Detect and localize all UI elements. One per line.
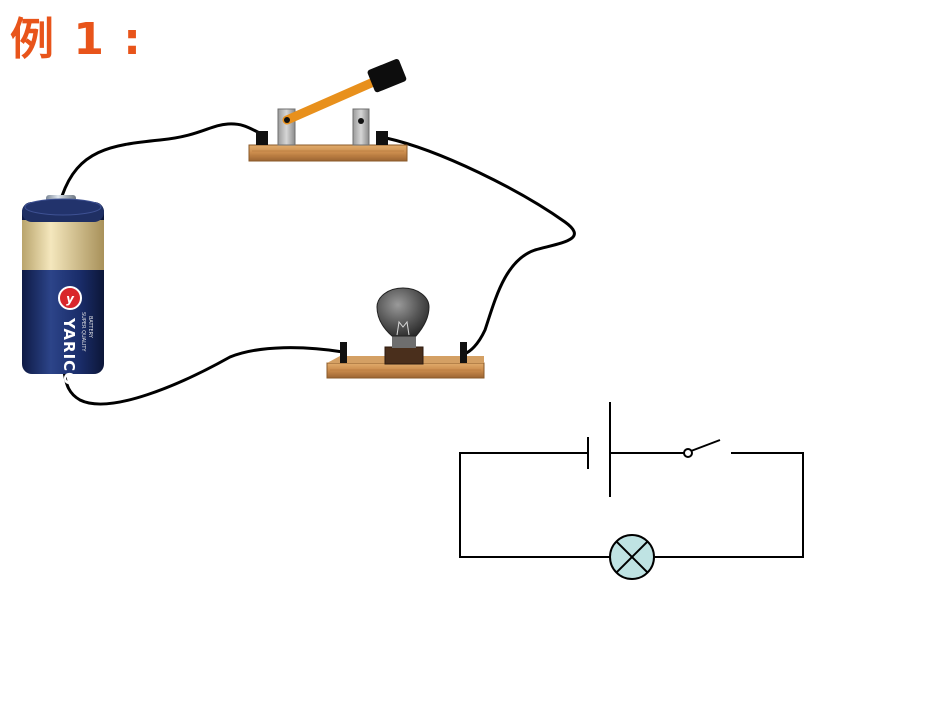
battery-logo — [58, 286, 82, 310]
lamp-terminal-left — [340, 342, 347, 363]
light-bulb — [376, 287, 430, 337]
battery: y YARICO SUPER QUALITY BATTERY — [22, 195, 104, 386]
lamp-symbol — [609, 534, 655, 580]
knife-switch[interactable] — [248, 58, 408, 162]
wire-switch-to-lamp — [384, 136, 576, 356]
wire-battery-to-switch — [60, 122, 264, 198]
switch-board — [248, 144, 408, 162]
lamp-holder — [326, 287, 485, 379]
circuit-schematic — [459, 402, 804, 580]
wire-lamp-to-battery — [62, 346, 345, 406]
battery-brand: YARICO — [60, 317, 78, 386]
switch-blade — [282, 75, 383, 125]
switch-contact-post — [352, 108, 370, 146]
switch-handle[interactable] — [367, 58, 408, 93]
lamp-socket — [384, 346, 424, 365]
switch-symbol-pivot — [683, 448, 693, 458]
battery-band — [22, 220, 104, 270]
example-title: 例 1 : — [10, 14, 143, 65]
switch-terminal-right — [376, 131, 388, 145]
wires — [60, 122, 576, 406]
lamp-terminal-right — [460, 342, 467, 363]
svg-text:y: y — [66, 292, 75, 306]
battery-small-text-2: BATTERY — [87, 316, 93, 339]
schematic-wire-right — [654, 452, 804, 558]
switch-symbol-blade — [690, 439, 721, 452]
battery-small-text-1: SUPER QUALITY — [80, 312, 86, 352]
switch-terminal-left — [256, 131, 268, 145]
schematic-wire-left — [459, 452, 610, 558]
